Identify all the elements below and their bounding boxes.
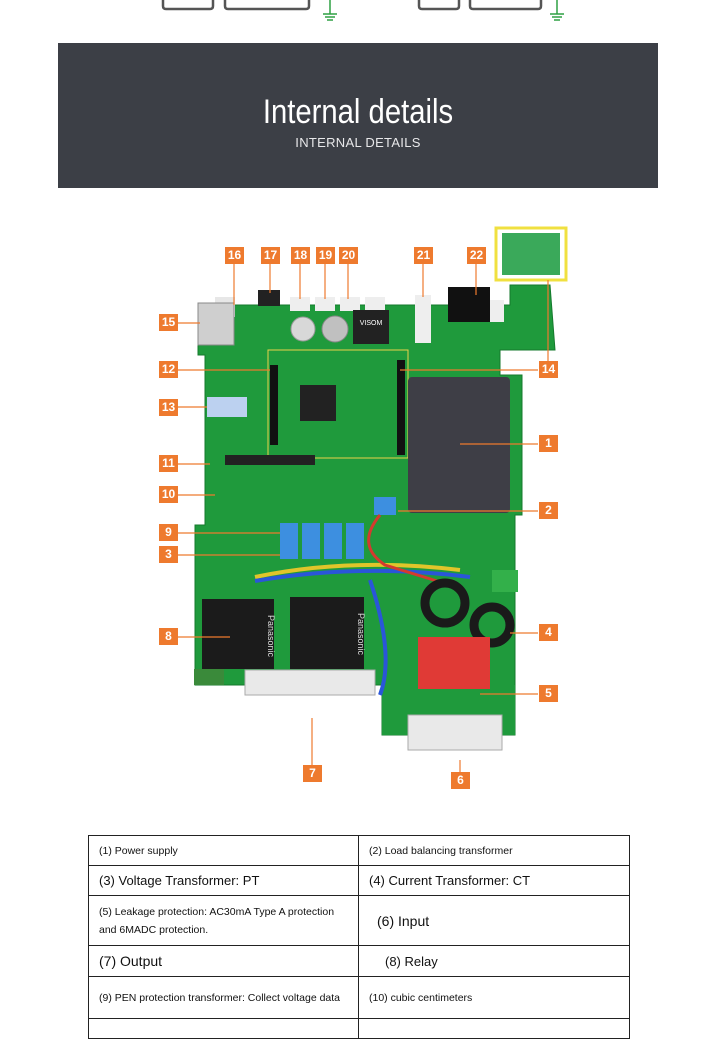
callout-13: 13 bbox=[159, 399, 178, 416]
relay-brand-2: Panasonic bbox=[356, 613, 366, 656]
callout-14: 14 bbox=[539, 361, 558, 378]
callout-7: 7 bbox=[303, 765, 322, 782]
pcb-drawing: VISOM Panasonic Panasonic bbox=[178, 226, 568, 775]
table-cell: (1) Power supply bbox=[88, 835, 359, 866]
table-cell: (3) Voltage Transformer: PT bbox=[88, 865, 359, 896]
pcb-illustration: VISOM Panasonic Panasonic bbox=[150, 225, 570, 795]
table-cell bbox=[88, 1018, 359, 1039]
callout-9: 9 bbox=[159, 524, 178, 541]
callout-10: 10 bbox=[159, 486, 178, 503]
diagram-fragment-svg bbox=[161, 0, 564, 21]
top-diagram-fragment bbox=[0, 0, 717, 30]
table-cell: (4) Current Transformer: CT bbox=[358, 865, 630, 896]
callout-8: 8 bbox=[159, 628, 178, 645]
callout-20: 20 bbox=[339, 247, 358, 264]
callout-11: 11 bbox=[159, 455, 178, 472]
callout-19: 19 bbox=[316, 247, 335, 264]
table-row: (1) Power supply (2) Load balancing tran… bbox=[88, 835, 630, 866]
callout-1: 1 bbox=[539, 435, 558, 452]
table-row: (7) Output (8) Relay bbox=[88, 945, 630, 977]
relay-brand-1: Panasonic bbox=[266, 615, 276, 658]
callout-18: 18 bbox=[291, 247, 310, 264]
table-cell: (8) Relay bbox=[358, 945, 630, 977]
section-subtitle: INTERNAL DETAILS bbox=[295, 135, 421, 150]
callout-6: 6 bbox=[451, 772, 470, 789]
callout-3: 3 bbox=[159, 546, 178, 563]
table-row: (9) PEN protection transformer: Collect … bbox=[88, 976, 630, 1019]
module-label: VISOM bbox=[360, 320, 383, 327]
table-row bbox=[88, 1018, 630, 1039]
callout-21: 21 bbox=[414, 247, 433, 264]
section-banner: Internal details INTERNAL DETAILS bbox=[58, 43, 658, 188]
table-cell: (9) PEN protection transformer: Collect … bbox=[88, 976, 359, 1019]
callout-17: 17 bbox=[261, 247, 280, 264]
callout-2: 2 bbox=[539, 502, 558, 519]
component-table: (1) Power supply (2) Load balancing tran… bbox=[88, 835, 630, 1039]
table-cell: (10) cubic centimeters bbox=[358, 976, 630, 1019]
table-cell bbox=[358, 1018, 630, 1039]
table-cell: (5) Leakage protection: AC30mA Type A pr… bbox=[88, 895, 359, 946]
callout-22: 22 bbox=[467, 247, 486, 264]
table-row: (5) Leakage protection: AC30mA Type A pr… bbox=[88, 895, 630, 946]
table-cell: (6) Input bbox=[358, 895, 630, 946]
table-cell: (2) Load balancing transformer bbox=[358, 835, 630, 866]
callout-15: 15 bbox=[159, 314, 178, 331]
callout-4: 4 bbox=[539, 624, 558, 641]
callout-5: 5 bbox=[539, 685, 558, 702]
callout-16: 16 bbox=[225, 247, 244, 264]
table-row: (3) Voltage Transformer: PT (4) Current … bbox=[88, 865, 630, 896]
callout-12: 12 bbox=[159, 361, 178, 378]
table-cell: (7) Output bbox=[88, 945, 359, 977]
section-title: Internal details bbox=[262, 93, 454, 131]
